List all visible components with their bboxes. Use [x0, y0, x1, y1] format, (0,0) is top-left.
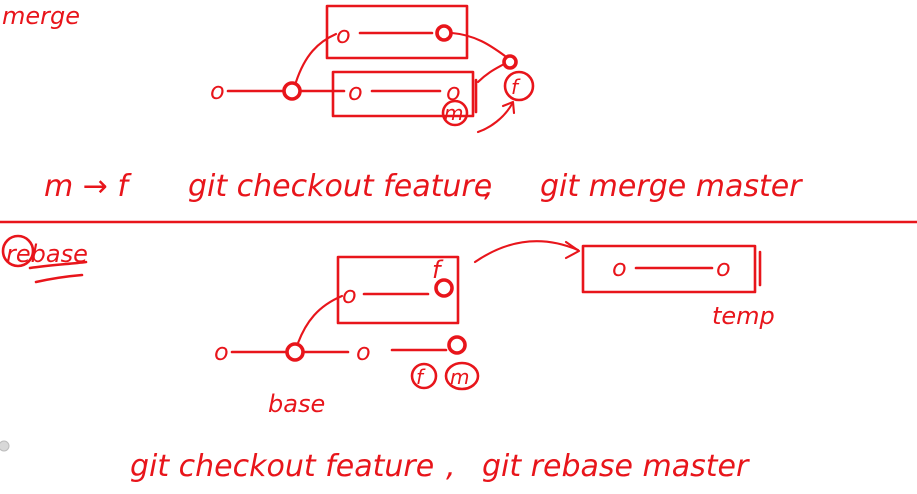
rebase-master-marker: m	[450, 365, 469, 389]
merge-feature-commit-2	[435, 24, 453, 42]
rebase-heading-underline-2	[34, 273, 84, 284]
merge-comma: ,	[484, 169, 494, 204]
merge-relation-text: m → f	[44, 169, 132, 204]
rebase-rebase-command: git rebase master	[482, 449, 750, 484]
merge-commit-root: o	[210, 77, 225, 105]
rebase-feature-marker-circle	[410, 362, 438, 390]
merge-base-commit	[282, 81, 302, 101]
merge-branch-curve	[294, 32, 338, 84]
rebase-feature-commit-1: o	[342, 281, 357, 309]
rebase-master-commit-1: o	[356, 338, 371, 366]
rebase-temp-commit-1: o	[612, 254, 627, 282]
merge-master-marker: m	[444, 101, 463, 125]
rebase-feature-box	[336, 255, 460, 325]
rebase-temp-box	[581, 244, 757, 294]
merge-checkout-command: git checkout feature	[188, 169, 492, 204]
merge-master-marker-circle	[441, 99, 469, 127]
merge-feature-commit-1: o	[336, 21, 351, 49]
rebase-feature-commit-2	[434, 278, 454, 298]
cursor-dot-icon	[0, 440, 10, 452]
merge-master-commit-1: o	[348, 78, 363, 106]
merge-merge-command: git merge master	[540, 169, 803, 204]
rebase-master-marker-circle	[444, 361, 480, 391]
merge-feature-marker: f	[511, 75, 521, 99]
merge-feature-marker-circle	[503, 70, 535, 102]
rebase-temp-label: temp	[712, 302, 775, 330]
merge-curve-bottom	[476, 62, 506, 84]
merge-move-arrow-head	[501, 100, 516, 115]
rebase-copy-arrow-shaft	[473, 240, 580, 264]
merge-master-commit-2: o	[446, 78, 461, 106]
merge-curve-top	[450, 31, 507, 58]
merge-move-arrow-shaft	[476, 102, 514, 134]
rebase-heading-underline-1	[28, 260, 88, 270]
rebase-feature-marker: f	[416, 365, 426, 389]
merge-feature-box	[325, 4, 469, 60]
rebase-comma: ,	[446, 449, 456, 484]
rebase-base-commit	[285, 342, 305, 362]
rebase-heading-circle	[1, 234, 35, 268]
rebase-base-label: base	[268, 390, 325, 418]
rebase-branch-curve	[296, 294, 344, 345]
rebase-master-commit-2	[447, 335, 467, 355]
rebase-checkout-command: git checkout feature	[130, 449, 434, 484]
rebase-copy-arrow-head	[564, 240, 581, 260]
rebase-temp-commit-2: o	[716, 254, 731, 282]
merge-commit-node	[502, 54, 518, 70]
merge-master-box	[331, 70, 475, 118]
merge-heading: merge	[2, 2, 80, 30]
rebase-commit-root: o	[214, 338, 229, 366]
